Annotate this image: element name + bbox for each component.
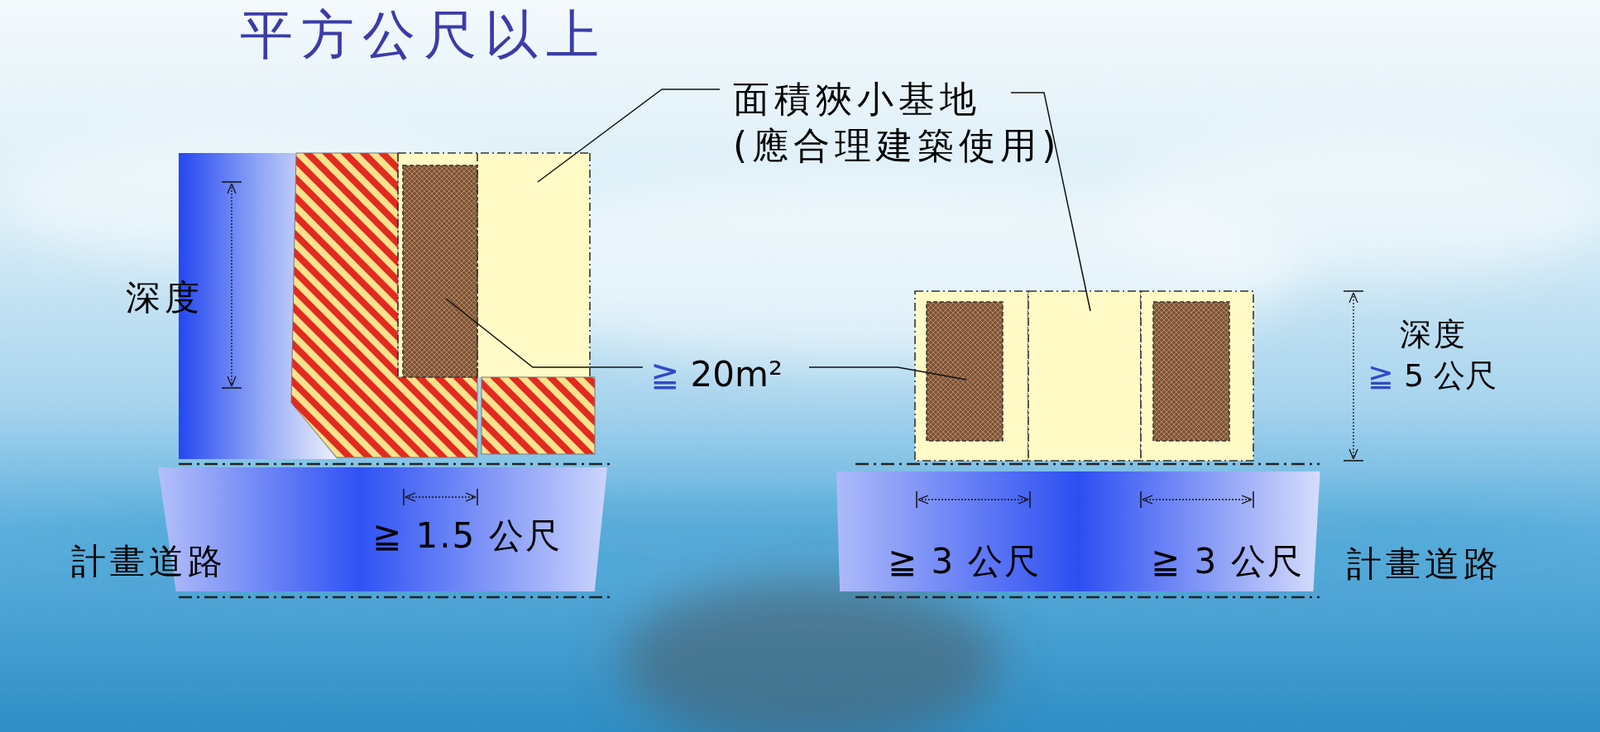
dimension-label: 深度: [1399, 316, 1468, 355]
dimension-label: ≧ 5 公尺: [1367, 357, 1497, 396]
road-boundary: [178, 464, 1320, 598]
lot: [1028, 291, 1141, 461]
dimension-arrow: [1352, 292, 1354, 460]
splash-shadow: [620, 579, 1002, 732]
building-footprint: [926, 301, 1003, 441]
road-band-fill: [836, 471, 1321, 592]
dimension-label: ≧ 3 公尺: [887, 541, 1041, 583]
leader-line: [809, 367, 967, 380]
dimension-tick: [1343, 291, 1364, 461]
leader-line: [537, 89, 720, 183]
dimension-label: ≧ 1.5 公尺: [372, 515, 562, 557]
building-footprint: [402, 165, 478, 378]
hatched-area: [291, 153, 478, 458]
callout-label: 面積狹小基地 (應合理建築使用): [732, 76, 1048, 169]
dimension-tick: [1140, 491, 1254, 508]
dimension-label: ≧ 3 公尺: [1150, 541, 1304, 583]
dimension-tick: [916, 491, 1030, 508]
leader-line: [445, 298, 643, 368]
lot: [397, 153, 590, 378]
lot: [914, 291, 1029, 461]
slide-title: 平方公尺以上: [239, 3, 608, 68]
road-band: ≧ 3 公尺 ≧ 3 公尺: [836, 471, 1321, 592]
dimension-tick: [221, 182, 242, 389]
lot: [1140, 291, 1254, 461]
splash: [1116, 132, 1600, 282]
dimension-arrow: [230, 183, 232, 387]
road-label: 計畫道路: [71, 541, 227, 583]
hatched-area: [481, 377, 595, 455]
leader-line: [1010, 92, 1091, 312]
dimension-arrow: [405, 496, 476, 498]
dimension-tick: [403, 488, 478, 506]
building-footprint: [1153, 301, 1230, 441]
dimension-label: 深度: [125, 277, 204, 319]
area-label: ≧ 20m²: [650, 354, 783, 396]
dimension-arrow: [1142, 498, 1252, 500]
dimension-arrow: [918, 498, 1029, 500]
road-label: 計畫道路: [1346, 543, 1503, 585]
lot-line: [397, 153, 590, 378]
